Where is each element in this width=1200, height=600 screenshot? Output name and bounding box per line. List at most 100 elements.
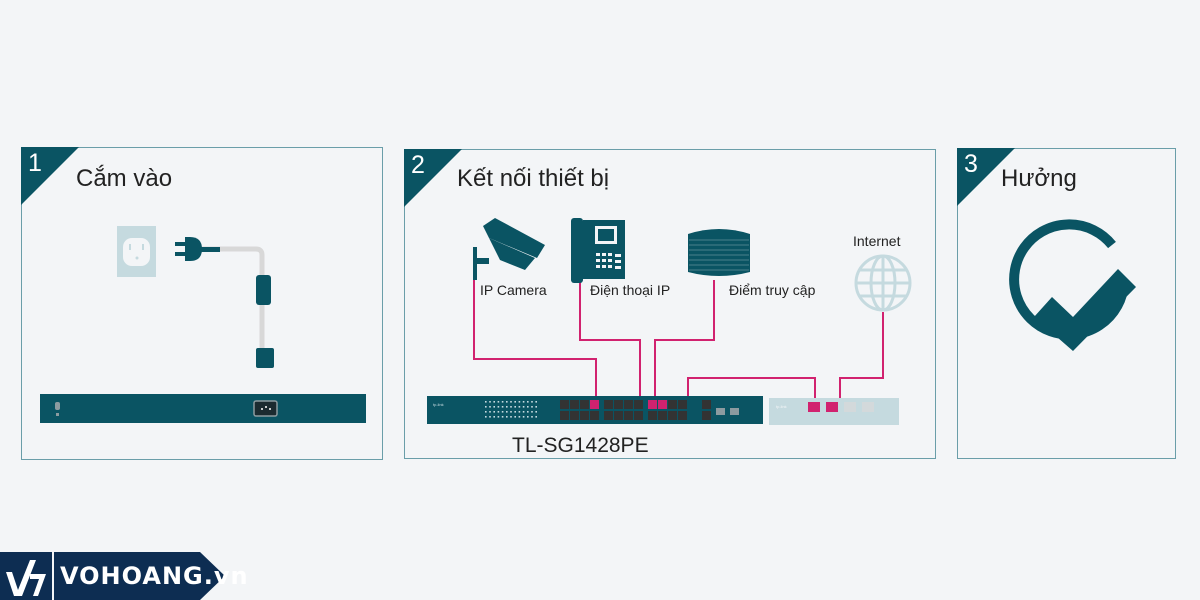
switch-rear-panel-icon (40, 394, 366, 423)
led-dot (506, 416, 508, 418)
step-1-panel: 1 Cắm vào (21, 147, 383, 460)
led-dot (518, 411, 521, 413)
led-dot (501, 416, 504, 418)
led-dot (522, 416, 525, 418)
led-dot (535, 401, 537, 403)
led-dot (514, 406, 516, 408)
led-dot (489, 416, 491, 418)
svg-text:tp-link: tp-link (776, 404, 787, 409)
step-1-title: Cắm vào (76, 165, 173, 192)
led-dot (514, 416, 516, 418)
led-dot (485, 401, 487, 403)
device-label-ip-phone: Điện thoại IP (590, 282, 671, 298)
led-dot (497, 416, 500, 418)
ip-camera-icon (473, 218, 545, 280)
step-2-illustration: tp-link tp-link (427, 218, 912, 425)
vohoang-logo: VOHOANG.vn (0, 552, 248, 600)
switch-port (658, 400, 667, 409)
step-2-title: Kết nối thiết bị (457, 165, 610, 192)
switch-port (614, 411, 623, 420)
led-dot (506, 411, 508, 413)
led-dot (531, 401, 533, 403)
switch-port (678, 400, 687, 409)
router-icon: tp-link (769, 398, 899, 425)
step-2-number: 2 (411, 151, 425, 179)
led-dot (493, 411, 495, 413)
device-label-ip-camera: IP Camera (480, 282, 547, 298)
step-3-panel: 3 Hưởng (957, 148, 1176, 459)
step-2-panel: 2 Kết nối thiết bị (404, 149, 936, 459)
step-3-corner-badge (957, 148, 1015, 206)
led-dot (535, 406, 537, 408)
led-dot (535, 411, 537, 413)
led-dot (518, 406, 521, 408)
switch-port (614, 400, 623, 409)
wall-outlet-icon (117, 226, 156, 277)
switch-port (648, 411, 657, 420)
led-dot (485, 411, 487, 413)
led-dot (501, 401, 504, 403)
switch-port (658, 411, 667, 420)
led-dot (510, 406, 512, 408)
ip-phone-icon (571, 218, 625, 283)
led-dot (531, 406, 533, 408)
led-dot (497, 406, 500, 408)
switch-port (624, 411, 633, 420)
led-dot (489, 401, 491, 403)
led-dot (501, 411, 504, 413)
led-dot (522, 411, 525, 413)
switch-port (634, 400, 643, 409)
step-1-number: 1 (28, 149, 42, 177)
switch-port (604, 411, 613, 420)
led-dot (493, 406, 495, 408)
connection-lines (473, 280, 884, 400)
switch-port (648, 400, 657, 409)
led-dot (497, 401, 500, 403)
switch-port (668, 400, 677, 409)
led-dot (485, 416, 487, 418)
power-plug-icon (175, 237, 220, 261)
led-dot (518, 401, 521, 403)
switch-port (560, 411, 569, 420)
led-dot (485, 406, 487, 408)
switch-port (590, 411, 599, 420)
device-label-access-point: Điểm truy cập (729, 282, 816, 298)
led-dot (497, 411, 500, 413)
switch-port (570, 400, 579, 409)
led-dot (493, 401, 495, 403)
step-3-number: 3 (964, 150, 978, 178)
led-dot (522, 406, 525, 408)
camera-cable (473, 280, 597, 398)
led-dot (489, 411, 491, 413)
checkmark-circle-icon (1009, 219, 1136, 351)
led-dot (535, 416, 537, 418)
switch-model-label: TL-SG1428PE (512, 434, 649, 457)
ap-cable (654, 280, 715, 398)
led-dot (531, 411, 533, 413)
switch-port (560, 400, 569, 409)
led-dot (527, 416, 529, 418)
switch-tl-sg1428pe-icon: tp-link (427, 396, 763, 424)
step-1-illustration (40, 226, 366, 423)
led-dot (493, 416, 495, 418)
phone-cable (579, 282, 641, 398)
led-dot (514, 411, 516, 413)
led-dot (522, 401, 525, 403)
switch-port (634, 411, 643, 420)
access-point-icon (688, 229, 750, 276)
step-3-title: Hưởng (1001, 165, 1077, 192)
globe-icon (854, 254, 912, 312)
led-dot (510, 401, 512, 403)
switch-port (590, 400, 599, 409)
switch-port (604, 400, 613, 409)
led-dot (506, 401, 508, 403)
internet-cable (839, 312, 884, 400)
led-dot (531, 416, 533, 418)
power-cable-icon (198, 246, 274, 368)
switch-port (678, 411, 687, 420)
led-dot (514, 401, 516, 403)
switch-port (570, 411, 579, 420)
watermark-text: VOHOANG.vn (60, 562, 249, 590)
led-dot (489, 406, 491, 408)
step-2-corner-badge (404, 149, 462, 207)
